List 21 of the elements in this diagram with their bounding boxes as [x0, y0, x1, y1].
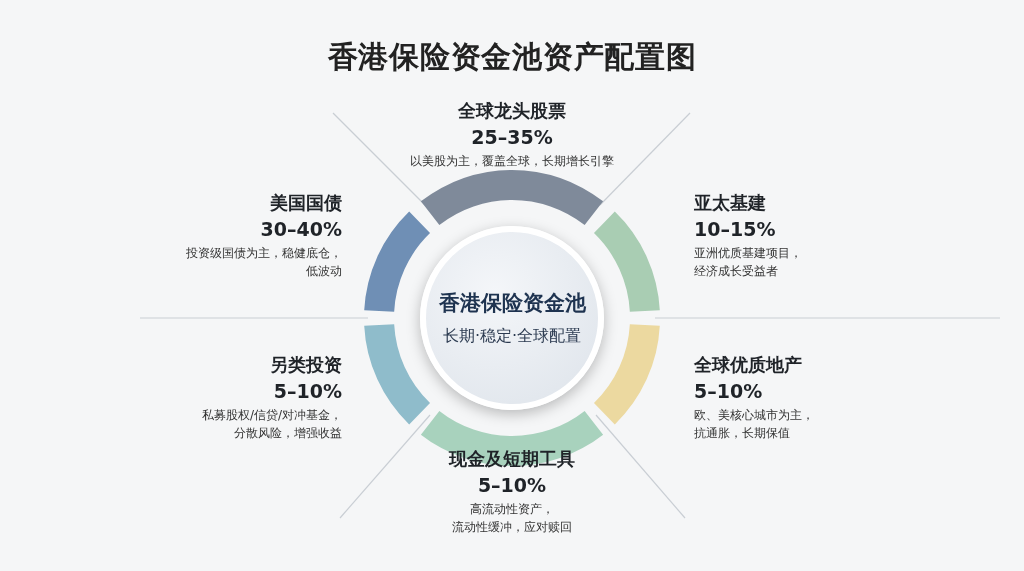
category-description: 亚洲优质基建项目，经济成长受益者	[694, 245, 802, 280]
category-description: 以美股为主，覆盖全球，长期增长引擎	[410, 153, 614, 170]
center-title: 香港保险资金池	[438, 290, 586, 318]
title: 香港保险资金池资产配置图	[326, 38, 698, 76]
percentage-range: 25–35%	[471, 125, 553, 150]
percentage-range: 5–10%	[694, 379, 763, 404]
category-description: 私募股权/信贷/对冲基金，分散风险，增强收益	[201, 407, 342, 442]
category-heading: 美国国债	[270, 191, 342, 215]
category-description: 欧、美核心城市为主，抗通胀，长期保值	[694, 407, 814, 442]
category-description: 高流动性资产，流动性缓冲，应对赎回	[452, 501, 572, 536]
category-heading: 亚太基建	[694, 191, 766, 215]
category-heading: 全球龙头股票	[458, 99, 566, 123]
category-heading: 另类投资	[270, 353, 342, 377]
center-subtitle: 长期·稳定·全球配置	[442, 324, 582, 347]
percentage-range: 10–15%	[694, 217, 776, 242]
percentage-range: 5–10%	[477, 473, 547, 498]
category-heading: 现金及短期工具	[449, 447, 575, 471]
category-description: 投资级国债为主，稳健底仓，低波动	[186, 245, 342, 280]
category-heading: 全球优质地产	[694, 353, 802, 377]
percentage-range: 5–10%	[273, 379, 342, 404]
percentage-range: 30–40%	[260, 217, 342, 242]
